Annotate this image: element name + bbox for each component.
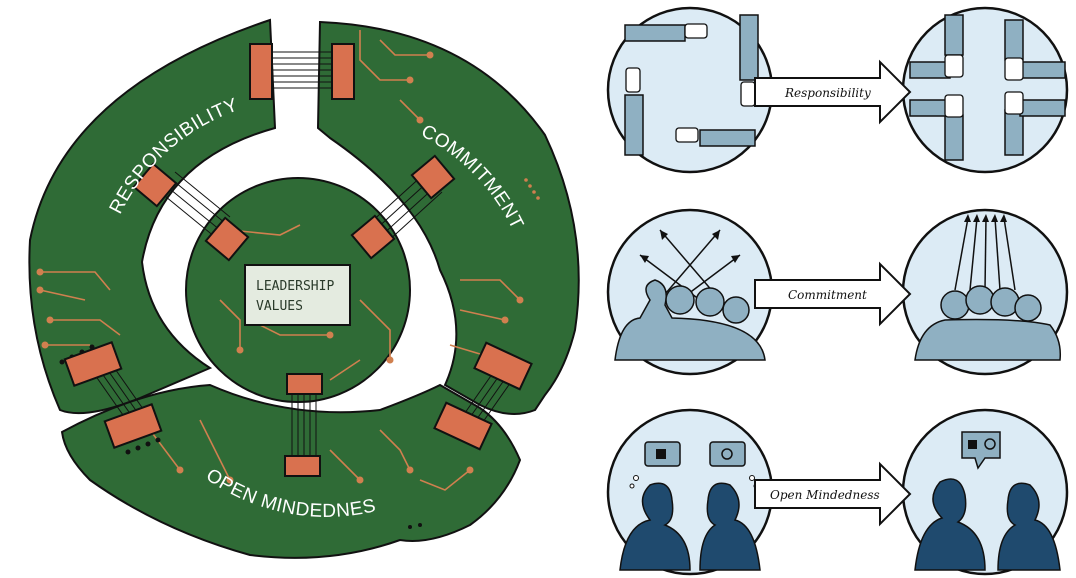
connector-chips — [63, 43, 533, 477]
arrow-commitment — [754, 261, 912, 327]
arrow-label-responsibility: Responsibility — [784, 86, 871, 100]
circuit-traces — [39, 30, 521, 491]
decorative-orange-dots — [524, 178, 540, 200]
panel-commitment: Commitment — [606, 208, 1069, 376]
arrow-responsibility — [754, 59, 912, 125]
center-label-box — [244, 264, 351, 326]
ring-segment-responsibility — [28, 18, 277, 415]
panel-responsibility: Responsibility — [606, 6, 1069, 174]
center-label-line2: VALUES — [256, 299, 303, 314]
after-circle-responsibility — [901, 6, 1069, 174]
arrow-label-commitment: Commitment — [788, 288, 867, 302]
circuit-ring-diagram: LEADERSHIP VALUES RESPONSIBILITY COMMITM… — [28, 18, 580, 559]
arrow-open-mindedness — [754, 461, 912, 527]
ring-segment-commitment — [316, 20, 580, 415]
center-label-line1: LEADERSHIP — [256, 279, 334, 294]
panel-open-mindedness: Open Mindedness — [606, 408, 1069, 576]
arrow-label-open-mindedness: Open Mindedness — [770, 488, 880, 502]
